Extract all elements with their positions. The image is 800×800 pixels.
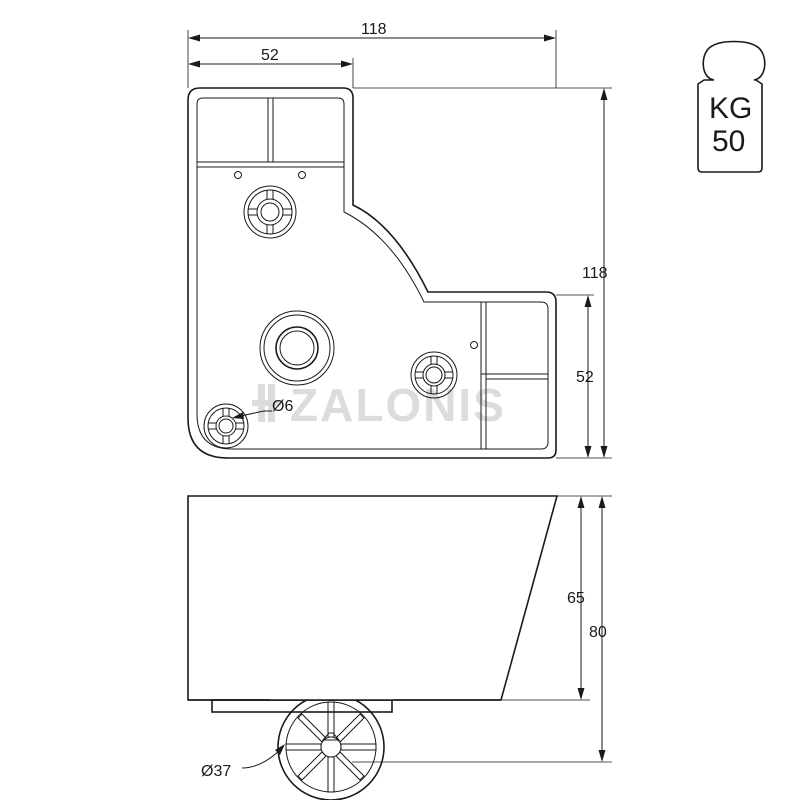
top-view-inner-outline (196, 97, 549, 450)
wheel-spokes (285, 701, 377, 793)
dimension-label-depth-part: 52 (576, 369, 594, 386)
mounting-boss-upper (243, 185, 297, 239)
callout-label-wheel-diameter: Ø37 (201, 763, 231, 780)
watermark-brand: ZALONIS (290, 379, 506, 431)
dimension-label-width-part: 52 (261, 47, 279, 64)
compartment-grid-right (480, 302, 548, 449)
dimension-depth-total: 118 (353, 87, 612, 459)
side-view-wheel (277, 693, 385, 800)
pin-hole (298, 171, 306, 179)
dimension-width-part: 52 (188, 47, 354, 88)
dimension-depth-part: 52 (556, 294, 594, 458)
dimension-label-width-total: 118 (361, 21, 387, 38)
dimension-height-body: 65 (501, 495, 612, 701)
dimension-height-total: 80 (352, 496, 612, 763)
screw-hole-corner (203, 403, 249, 449)
pin-hole (234, 171, 242, 179)
weight-capacity-badge: KG 50 (697, 40, 766, 173)
weight-unit: KG (709, 92, 752, 125)
weight-icon (697, 40, 766, 173)
wheel-mask (270, 688, 394, 700)
watermark-logo (252, 384, 281, 422)
side-view-body (187, 495, 559, 701)
top-view (187, 87, 557, 459)
pin-hole (470, 341, 478, 349)
top-view-outer-outline (187, 87, 557, 459)
callout-hole-diameter: Ø6 (232, 398, 293, 419)
callout-label-hole-diameter: Ø6 (272, 398, 293, 415)
dimension-label-height-total: 80 (589, 624, 607, 641)
dimension-label-depth-total: 118 (582, 265, 608, 282)
dimension-label-height-body: 65 (567, 590, 585, 607)
callout-wheel-diameter: Ø37 (201, 744, 285, 780)
watermark: ZALONIS (252, 379, 506, 431)
compartment-grid-top (197, 98, 344, 168)
dimension-width-total: 118 (187, 21, 557, 88)
side-view (187, 495, 559, 800)
weight-value: 50 (712, 125, 745, 158)
mounting-boss-right (410, 351, 458, 399)
wheel-socket (259, 310, 335, 386)
